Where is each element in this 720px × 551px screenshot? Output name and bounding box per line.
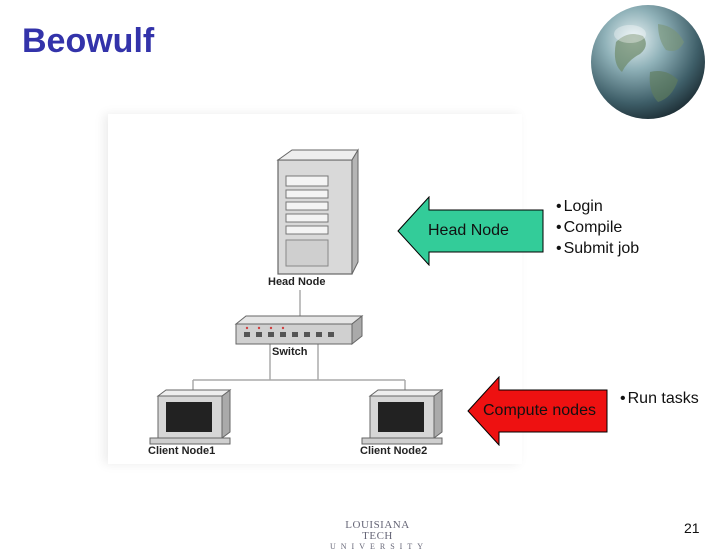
head-node-server-icon <box>276 148 359 275</box>
logo-line-1: LOUISIANA TECH <box>345 519 410 542</box>
client-node-2-computer-icon <box>361 389 444 445</box>
client-node-2-label: Client Node2 <box>360 445 428 457</box>
compute-nodes-arrow-label: Compute nodes <box>483 402 596 419</box>
switch-label: Switch <box>272 346 308 358</box>
logo-line-2: UNIVERSITY <box>330 542 428 551</box>
client-node-1-label: Client Node1 <box>148 445 216 457</box>
page-number: 21 <box>684 520 700 536</box>
task-submit-job: Submit job <box>556 238 640 259</box>
globe-icon <box>591 5 705 119</box>
head-node-arrow <box>397 196 544 266</box>
task-login: Login <box>556 196 639 217</box>
task-run-tasks: Run tasks <box>620 390 699 408</box>
client-node-1-computer-icon <box>149 389 232 445</box>
head-node-label: Head Node <box>268 276 326 288</box>
task-compile: Compile <box>556 217 639 238</box>
head-node-arrow-label: Head Node <box>428 222 509 239</box>
university-logo: LOUISIANA TECH UNIVERSITY <box>330 520 425 551</box>
compute-node-task-list: Run tasks <box>620 390 699 408</box>
compute-nodes-arrow <box>467 376 608 446</box>
switch-icon <box>234 314 364 346</box>
head-node-task-list: Login Compile Submit job <box>556 196 640 259</box>
slide-title: Beowulf <box>22 22 155 60</box>
